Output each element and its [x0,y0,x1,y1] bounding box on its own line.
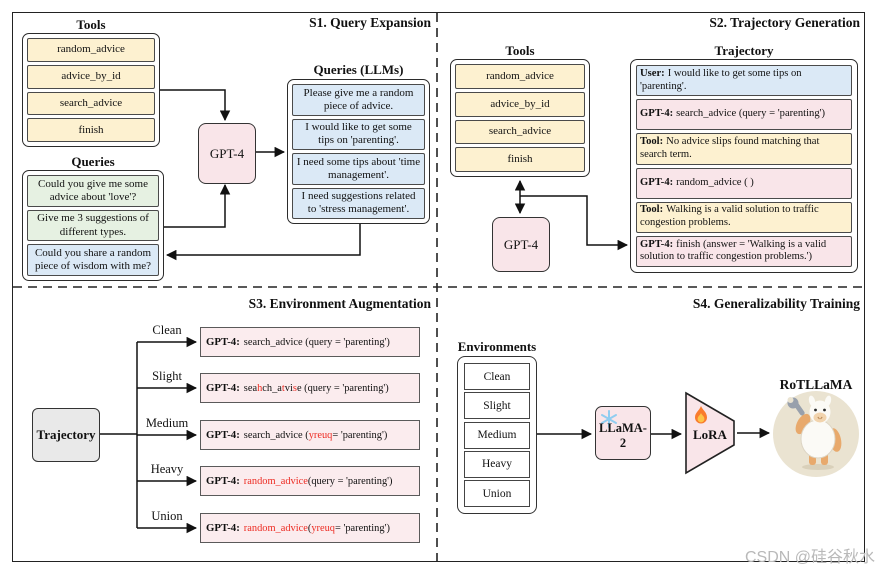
s2-tools-panel: random_advice advice_by_id search_advice… [450,59,590,177]
s2-tools-label: Tools [505,43,535,58]
augmented-call-union: GPT-4:random_advice (yreuq = 'parenting'… [200,513,420,543]
trajectory-step: Tool:Walking is a valid solution to traf… [636,201,852,233]
s1-tools-panel: random_advice advice_by_id search_advice… [22,33,160,147]
llama-mascot [773,391,859,477]
augmented-call-clean: GPT-4:search_advice (query = 'parenting'… [200,327,420,357]
llama2-node: LLaMA-2 [595,406,651,460]
tool-item: random_advice [27,38,155,62]
tool-item: advice_by_id [455,91,585,117]
trajectory-step: User:I would like to get some tips on 'p… [636,65,852,97]
s1-queries-label: Queries [71,154,115,169]
trajectory-step: GPT-4:random_advice ( ) [636,167,852,199]
branch-label-medium: Medium [145,416,189,430]
llm-query-item: I need suggestions related to 'stress ma… [292,187,425,219]
tool-item: search_advice [27,91,155,116]
env-item: Union [464,480,530,507]
s3-trajectory-node: Trajectory [32,408,100,462]
seed-query-item: Could you give me some advice about 'lov… [27,175,159,207]
llama2-label: LLaMA-2 [599,421,647,450]
lora-label: LoRA [693,427,727,442]
llm-query-item: Please give me a random piece of advice. [292,84,425,116]
rotllama-label: RoTLLaMA [779,377,853,392]
s1-tools-label: Tools [76,17,106,32]
s1-title: S1. Query Expansion [309,15,431,30]
env-item: Medium [464,421,530,449]
tool-item: finish [27,118,155,142]
trajectory-step: GPT-4:finish (answer = 'Walking is a val… [636,235,852,268]
watermark: CSDN @硅谷秋水 [744,549,875,566]
env-item: Heavy [464,450,530,478]
snowflake-icon [601,410,617,428]
tool-item: finish [455,147,585,172]
lora-node: LoRA [685,391,737,475]
branch-label-union: Union [151,509,183,523]
llama-mascot-art [787,395,842,470]
environments-label: Environments [457,339,537,354]
s1-llm-queries-panel: Please give me a random piece of advice.… [287,79,430,224]
trajectory-step: GPT-4:search_advice (query = 'parenting'… [636,99,852,131]
llm-query-item: I need some tips about 'time management'… [292,153,425,185]
seed-query-item: Give me 3 suggestions of different types… [27,209,159,242]
s2-title: S2. Trajectory Generation [709,15,860,30]
augmented-call-medium: GPT-4:search_advice (yreuq = 'parenting'… [200,420,420,450]
env-item: Clean [464,363,530,390]
augmented-call-heavy: GPT-4:random_advice (query = 'parenting'… [200,466,420,496]
s4-title: S4. Generalizability Training [692,296,860,311]
s1-queries-panel: Could you give me some advice about 'lov… [22,170,164,281]
s2-trajectory-panel: User:I would like to get some tips on 'p… [630,59,858,273]
flame-icon [695,406,707,424]
env-item: Slight [464,392,530,420]
tool-item: advice_by_id [27,64,155,89]
seed-query-item: Could you share a random piece of wisdom… [27,244,159,277]
branch-label-slight: Slight [152,369,182,383]
branch-label-heavy: Heavy [150,462,184,476]
s3-title: S3. Environment Augmentation [248,296,431,311]
outer-border [12,12,865,562]
s1-gpt4-node: GPT-4 [198,123,256,184]
s1-llm-queries-label: Queries (LLMs) [313,62,404,77]
s2-gpt4-node: GPT-4 [492,217,550,272]
branch-label-clean: Clean [152,323,182,337]
s2-trajectory-label: Trajectory [714,43,774,58]
llm-query-item: I would like to get some tips on 'parent… [292,118,425,150]
environments-panel: Clean Slight Medium Heavy Union [457,356,537,514]
trajectory-step: Tool:No advice slips found matching that… [636,133,852,165]
tool-item: search_advice [455,119,585,145]
tool-item: random_advice [455,64,585,89]
